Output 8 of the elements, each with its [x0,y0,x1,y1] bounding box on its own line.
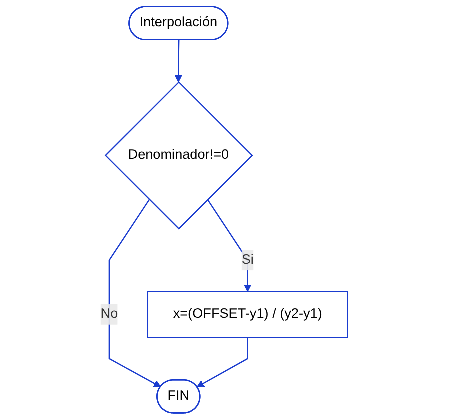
arrow [197,338,249,388]
edge-label: No [100,307,118,322]
node-diamond: Denominador!=0 [105,81,254,230]
edge-label: Si [242,252,254,268]
arrow [109,199,162,388]
node-box: x=(OFFSET-y1) / (y2-y1) [147,291,349,338]
arrow [175,40,183,83]
arrow [207,199,252,292]
